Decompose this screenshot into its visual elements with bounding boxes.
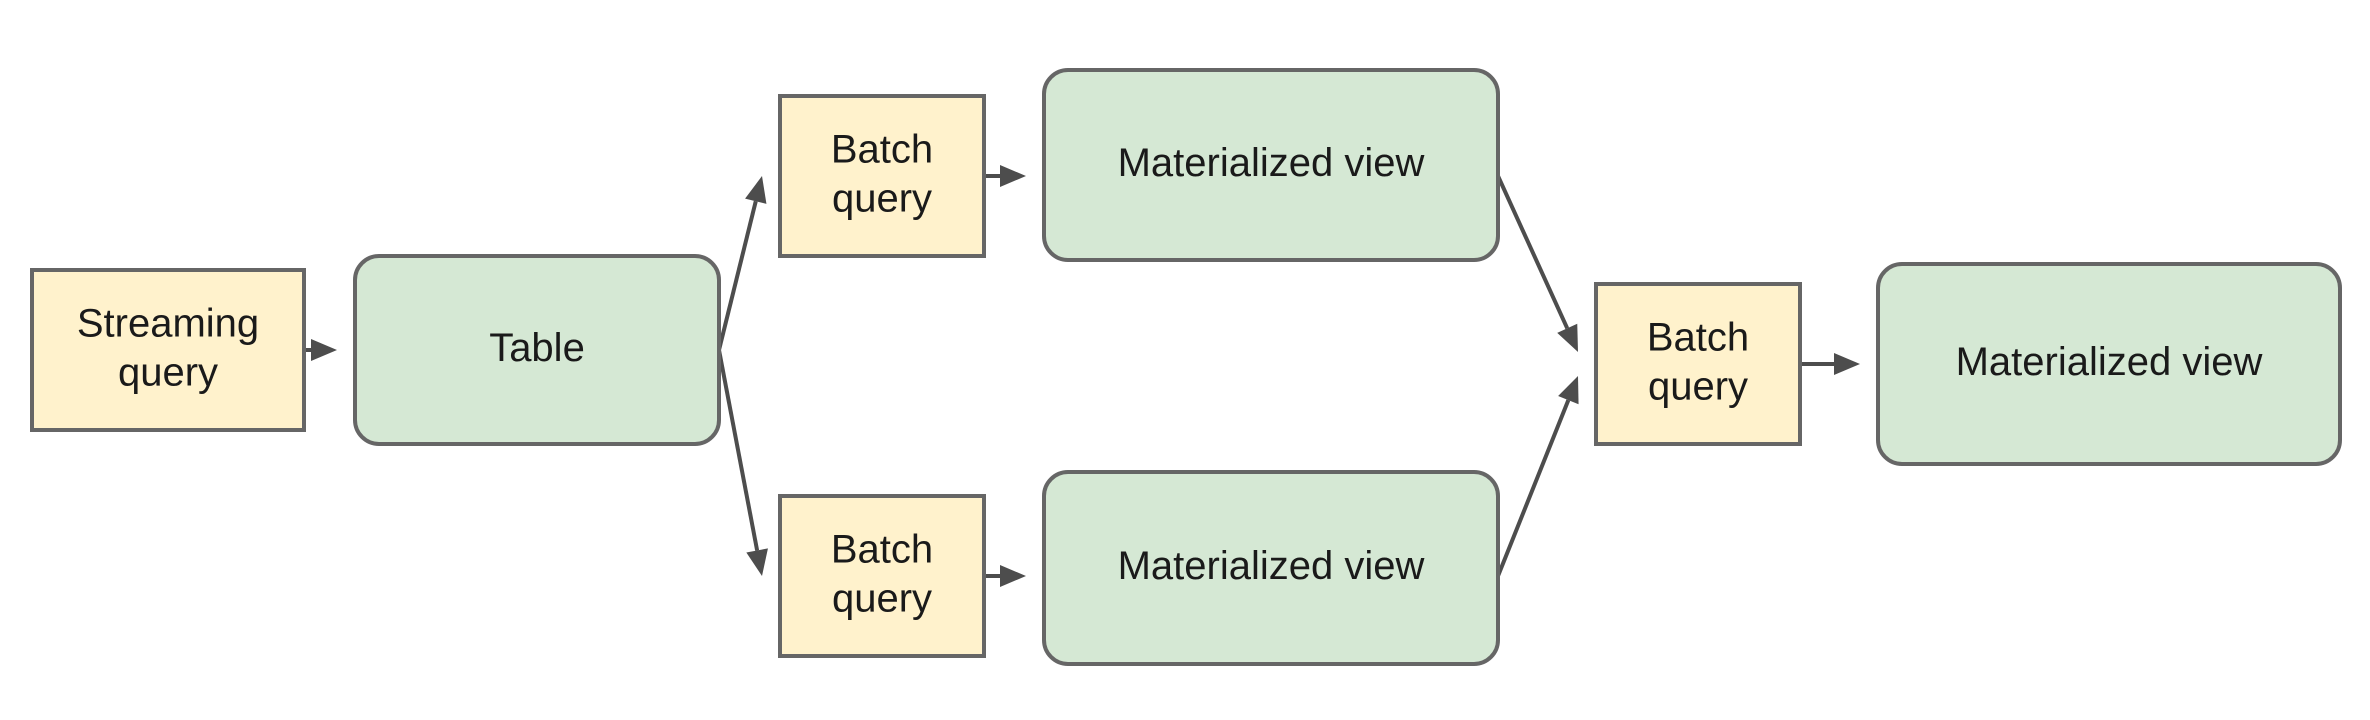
node-materialized-view-top-label: Materialized view	[1118, 141, 1425, 185]
node-streaming-query-label-line-0: Streaming	[77, 301, 259, 345]
node-batch-query-top-shape[interactable]	[778, 94, 986, 258]
edge-mv-top-to-batch-join	[1496, 175, 1578, 352]
node-materialized-view-bottom-label: Materialized view	[1118, 544, 1425, 588]
node-batch-query-top-label-line-0: Batch	[831, 127, 933, 171]
node-batch-query-bottom-shape[interactable]	[778, 494, 986, 658]
node-materialized-view-top-shape[interactable]	[1042, 68, 1500, 262]
edge-table-to-batch-top-line	[717, 200, 758, 351]
node-materialized-view-top[interactable]: Materialized view	[1042, 68, 1500, 262]
node-batch-query-join-label-line-0: Batch	[1647, 315, 1749, 359]
edge-table-to-batch-bottom-line	[717, 349, 760, 551]
node-streaming-query[interactable]: Streaming query	[30, 268, 306, 432]
node-batch-query-top-label: Batch query	[831, 127, 933, 220]
node-materialized-view-bottom-label-line-0: Materialized view	[1118, 544, 1425, 588]
node-materialized-view-final-shape[interactable]	[1876, 262, 2342, 466]
edge-table-to-batch-top	[717, 176, 767, 351]
edge-streaming-to-table-arrowhead	[311, 339, 337, 361]
edge-table-to-batch-bottom	[717, 349, 768, 576]
node-batch-query-join-label-line-1: query	[1648, 364, 1748, 408]
edge-mv-bottom-to-batch-join	[1496, 376, 1579, 577]
node-batch-query-top[interactable]: Batch query	[778, 94, 986, 258]
node-materialized-view-final-label: Materialized view	[1956, 340, 2263, 384]
edge-batch-bottom-to-mv-bottom	[984, 565, 1026, 587]
edges-layer	[304, 165, 1860, 587]
node-materialized-view-final[interactable]: Materialized view	[1876, 262, 2342, 466]
edge-mv-top-to-batch-join-arrowhead	[1557, 323, 1578, 352]
edge-batch-top-to-mv-top-arrowhead	[1000, 165, 1026, 187]
node-materialized-view-top-label-line-0: Materialized view	[1118, 141, 1425, 185]
node-table[interactable]: Table	[353, 254, 721, 446]
edge-table-to-batch-bottom-arrowhead	[746, 548, 768, 576]
node-batch-query-bottom[interactable]: Batch query	[778, 494, 986, 658]
edge-batch-bottom-to-mv-bottom-arrowhead	[1000, 565, 1026, 587]
edge-streaming-to-table	[304, 339, 337, 361]
node-batch-query-bottom-label-line-1: query	[832, 576, 932, 620]
node-table-shape[interactable]	[353, 254, 721, 446]
node-batch-query-join-shape[interactable]	[1594, 282, 1802, 446]
node-materialized-view-bottom[interactable]: Materialized view	[1042, 470, 1500, 666]
node-batch-query-join-label: Batch query	[1647, 315, 1749, 408]
edge-mv-bottom-to-batch-join-line	[1496, 399, 1571, 577]
node-streaming-query-shape[interactable]	[30, 268, 306, 432]
node-materialized-view-bottom-shape[interactable]	[1042, 470, 1500, 666]
node-table-label: Table	[489, 326, 585, 370]
edge-batch-join-to-mv-final	[1800, 353, 1860, 375]
node-streaming-query-label-line-1: query	[118, 350, 218, 394]
node-streaming-query-label: Streaming query	[77, 301, 259, 394]
edge-table-to-batch-top-arrowhead	[745, 176, 767, 204]
node-batch-query-join[interactable]: Batch query	[1594, 282, 1802, 446]
node-materialized-view-final-label-line-0: Materialized view	[1956, 340, 2263, 384]
node-batch-query-bottom-label-line-0: Batch	[831, 527, 933, 571]
node-table-label-line-0: Table	[489, 326, 585, 370]
edge-batch-join-to-mv-final-arrowhead	[1834, 353, 1860, 375]
node-batch-query-top-label-line-1: query	[832, 176, 932, 220]
edge-mv-bottom-to-batch-join-arrowhead	[1558, 376, 1579, 405]
node-batch-query-bottom-label: Batch query	[831, 527, 933, 620]
edge-batch-top-to-mv-top	[984, 165, 1026, 187]
edge-mv-top-to-batch-join-line	[1496, 175, 1570, 330]
